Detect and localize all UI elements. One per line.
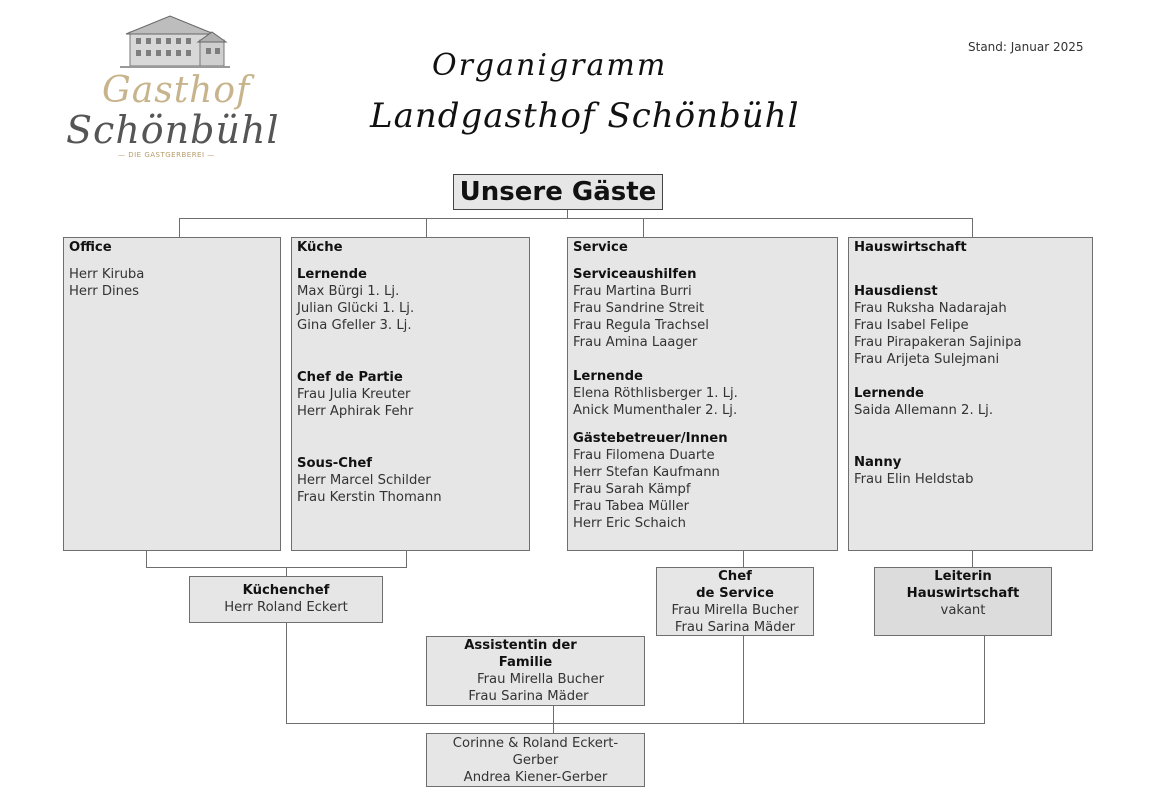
group-title: Serviceaushilfen <box>573 267 697 282</box>
group-title: Nanny <box>854 455 902 470</box>
role-title: Küchenchef <box>242 583 330 598</box>
person: Herr Dines <box>69 284 139 299</box>
connector <box>286 567 287 576</box>
person: Frau Isabel Felipe <box>854 318 969 333</box>
connector <box>743 551 744 567</box>
group-title: Lernende <box>854 386 924 401</box>
dept-kueche: Küche Lernende Max Bürgi 1. Lj. Julian G… <box>291 237 530 551</box>
person: Frau Tabea Müller <box>573 499 689 514</box>
person: Frau Ruksha Nadarajah <box>854 301 1007 316</box>
person: Frau Pirapakeran Sajinipa <box>854 335 1022 350</box>
person: Herr Stefan Kaufmann <box>573 465 720 480</box>
group-title: Sous-Chef <box>297 456 373 471</box>
dept-title: Office <box>69 240 112 255</box>
person: Frau Sandrine Streit <box>573 301 705 316</box>
logo-word-schoenbuehl: Schönbühl <box>66 108 280 152</box>
connector <box>286 623 287 724</box>
connector <box>406 551 407 567</box>
connector <box>972 218 973 237</box>
person: Saida Allemann 2. Lj. <box>854 403 994 418</box>
person: Julian Glücki 1. Lj. <box>297 301 415 316</box>
dept-hauswirtschaft: Hauswirtschaft Hausdienst Frau Ruksha Na… <box>848 237 1093 551</box>
box-leiterin-hauswirtschaft: Leiterin Hauswirtschaft vakant <box>874 567 1052 636</box>
box-chef-de-service: Chef de Service Frau Mirella Bucher Frau… <box>656 567 814 636</box>
root-unsere-gaeste: Unsere Gäste <box>453 174 663 210</box>
person: Frau Mirella Bucher <box>671 603 799 618</box>
box-inhaber: Corinne & Roland Eckert- Gerber Andrea K… <box>426 733 645 787</box>
role-title: Leiterin <box>934 569 992 584</box>
connector <box>972 551 973 567</box>
person: Frau Filomena Duarte <box>573 448 715 463</box>
person: Anick Mumenthaler 2. Lj. <box>573 403 738 418</box>
person: Frau Regula Trachsel <box>573 318 709 333</box>
role-title: Familie <box>498 655 553 670</box>
stand-date: Stand: Januar 2025 <box>968 40 1084 54</box>
connector <box>984 636 985 724</box>
person: Corinne & Roland Eckert- <box>452 736 619 751</box>
dept-office: Office Herr Kiruba Herr Dines <box>63 237 281 551</box>
person: Frau Martina Burri <box>573 284 692 299</box>
person: Frau Mirella Bucher <box>476 672 605 687</box>
person: Herr Roland Eckert <box>224 600 348 615</box>
person: Herr Aphirak Fehr <box>297 404 414 419</box>
connector <box>553 706 554 724</box>
person: Herr Marcel Schilder <box>297 473 431 488</box>
connector <box>286 723 985 724</box>
building-illustration <box>120 15 230 68</box>
person: vakant <box>940 603 986 618</box>
dept-service: Service Serviceaushilfen Frau Martina Bu… <box>567 237 838 551</box>
group-title: Gästebetreuer/Innen <box>573 431 728 446</box>
person: Frau Sarah Kämpf <box>573 482 691 497</box>
dept-title: Service <box>573 240 628 255</box>
group-title: Lernende <box>297 267 367 282</box>
role-title: Hauswirtschaft <box>906 586 1020 601</box>
person: Frau Elin Heldstab <box>854 472 974 487</box>
connector <box>643 218 644 237</box>
person: Andrea Kiener-Gerber <box>463 770 608 785</box>
title-landgasthof: Landgasthof Schönbühl <box>370 96 800 136</box>
person: Frau Kerstin Thomann <box>297 490 442 505</box>
connector <box>179 218 973 219</box>
box-assistentin-familie: Assistentin der Familie Frau Mirella Buc… <box>426 636 645 706</box>
role-title: de Service <box>696 586 774 601</box>
role-title: Assistentin der <box>464 638 577 653</box>
dept-title: Küche <box>297 240 343 255</box>
group-title: Lernende <box>573 369 643 384</box>
role-title: Chef <box>718 569 752 584</box>
person: Herr Kiruba <box>69 267 145 282</box>
box-kuechenchef: Küchenchef Herr Roland Eckert <box>189 576 383 623</box>
connector <box>146 567 407 568</box>
connector <box>567 210 568 219</box>
connector <box>146 551 147 567</box>
person: Frau Amina Laager <box>573 335 698 350</box>
person: Frau Julia Kreuter <box>297 387 411 402</box>
person: Max Bürgi 1. Lj. <box>297 284 400 299</box>
person: Frau Arijeta Sulejmani <box>854 352 1000 367</box>
group-title: Hausdienst <box>854 284 938 299</box>
logo-word-gasthof: Gasthof <box>102 70 251 111</box>
logo-tagline: — DIE GASTGERBEREI — <box>118 151 215 159</box>
connector <box>553 723 554 733</box>
connector <box>179 218 180 237</box>
connector <box>743 636 744 724</box>
group-title: Chef de Partie <box>297 370 403 385</box>
person: Herr Eric Schaich <box>573 516 687 531</box>
dept-title: Hauswirtschaft <box>854 240 967 255</box>
person: Elena Röthlisberger 1. Lj. <box>573 386 738 401</box>
person: Gerber <box>512 753 559 768</box>
gasthof-logo: Gasthof Schönbühl — DIE GASTGERBEREI — <box>62 12 280 172</box>
connector <box>426 218 427 237</box>
person: Frau Sarina Mäder <box>468 689 589 704</box>
title-organigramm: Organigramm <box>432 48 668 83</box>
person: Gina Gfeller 3. Lj. <box>297 318 412 333</box>
person: Frau Sarina Mäder <box>674 620 796 635</box>
